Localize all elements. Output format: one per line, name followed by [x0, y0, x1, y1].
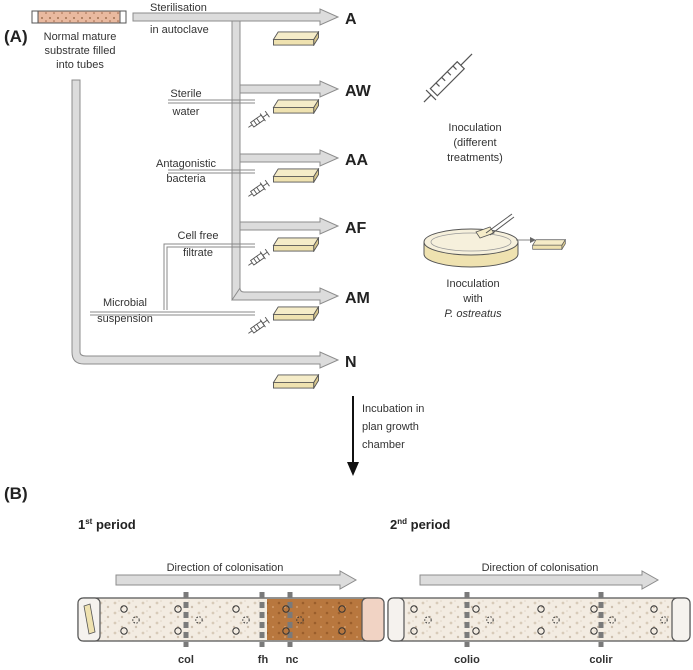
treatment-a: A — [345, 11, 357, 28]
microbial-label-line1: Microbial — [103, 297, 147, 309]
sterilisation-label-line1: Sterilisation — [150, 2, 207, 14]
pleurotus-label-line1: Inoculation — [446, 278, 499, 290]
sterile-water-label-line2: water — [172, 106, 200, 118]
tube-period-2 — [387, 592, 691, 647]
arrow-to-am — [231, 286, 340, 305]
period-2-title: 2nd period — [390, 517, 450, 532]
inoculation-label-line3: treatments) — [447, 152, 503, 164]
syringe-icon — [245, 109, 271, 132]
antagonistic-label-line1: Antagonistic — [156, 158, 216, 170]
pleurotus-label-line3: P. ostreatus — [444, 308, 502, 320]
syringe-icon — [245, 315, 271, 338]
tube-icon — [31, 10, 127, 24]
incubation-label-line1: Incubation in — [362, 403, 424, 415]
treatment-aa: AA — [345, 152, 369, 169]
pleurotus-label-line2: with — [462, 293, 483, 305]
substrate-block-icon — [83, 603, 96, 635]
arrow-to-aa — [239, 149, 340, 167]
substrate-block-icon — [273, 374, 319, 389]
substrate-block-icon — [273, 99, 319, 114]
direction-label-1: Direction of colonisation — [167, 562, 284, 574]
incubation-arrow — [347, 396, 359, 476]
treatment-n: N — [345, 354, 357, 371]
direction-arrows — [115, 570, 660, 590]
petri-dish-icon — [423, 213, 536, 268]
inoculation-label-line1: Inoculation — [448, 122, 501, 134]
microbial-label-line2: suspension — [97, 313, 153, 325]
substrate-label-line3: into tubes — [56, 59, 104, 71]
sterilisation-label-line2: in autoclave — [150, 24, 209, 36]
distribution-bar — [231, 20, 241, 301]
treatment-aw: AW — [345, 83, 372, 100]
substrate-label-line1: Normal mature — [44, 31, 117, 43]
substrate-block-icon — [273, 306, 319, 321]
substrate-block-icon — [532, 239, 566, 250]
substrate-block-icon — [273, 237, 319, 252]
substrate-label-line2: substrate filled — [45, 45, 116, 57]
tube-period-1 — [77, 592, 385, 647]
inoculation-label-line2: (different — [453, 137, 496, 149]
cell-free-label-line2: filtrate — [183, 247, 213, 259]
syringe-icon — [245, 178, 271, 201]
panel-a-label: (A) — [4, 27, 28, 46]
inoculation-lines — [90, 99, 255, 316]
arrow-to-n — [71, 79, 340, 369]
incubation-label-line2: plan growth — [362, 421, 419, 433]
arrow-to-a — [132, 8, 340, 26]
process-arrows — [71, 8, 340, 369]
syringe-icon — [423, 53, 473, 103]
substrate-block-icon — [273, 168, 319, 183]
sterile-water-label-line1: Sterile — [170, 88, 201, 100]
arrow-to-aw — [239, 80, 340, 98]
marker-nc: nc — [286, 654, 299, 666]
arrow-to-af — [239, 217, 340, 235]
treatment-am: AM — [345, 290, 370, 307]
period-1-title: 1st period — [78, 517, 136, 532]
marker-colir: colir — [589, 654, 613, 666]
marker-fh: fh — [258, 654, 269, 666]
marker-colio: colio — [454, 654, 480, 666]
direction-label-2: Direction of colonisation — [482, 562, 599, 574]
panel-b-label: (B) — [4, 484, 28, 503]
syringe-icon — [245, 247, 271, 270]
antagonistic-label-line2: bacteria — [166, 173, 206, 185]
incubation-label-line3: chamber — [362, 439, 405, 451]
substrate-block-icon — [273, 31, 319, 46]
cell-free-label-line1: Cell free — [178, 230, 219, 242]
treatment-af: AF — [345, 220, 367, 237]
marker-col: col — [178, 654, 194, 666]
